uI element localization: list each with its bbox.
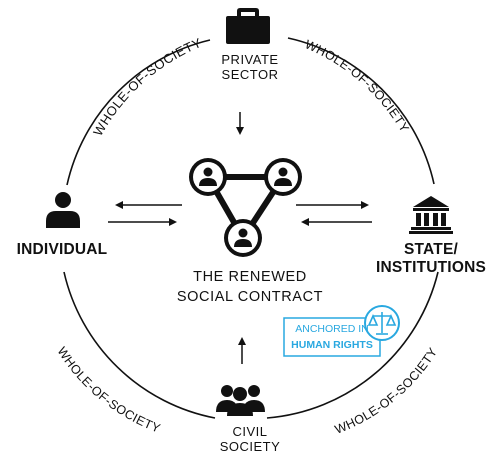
ring-label-bottom-right: WHOLE-OF-SOCIETY <box>333 345 441 437</box>
civil-society-label: CIVIL SOCIETY <box>190 424 310 455</box>
briefcase-icon <box>226 8 270 44</box>
ring-arc-bottom-right <box>266 271 439 419</box>
arrows <box>108 112 372 364</box>
ring-label-top-left: WHOLE-OF-SOCIETY <box>90 35 204 139</box>
state-label: STATE/ INSTITUTIONS <box>364 241 498 277</box>
person-icon <box>46 192 80 228</box>
people-group-icon <box>216 385 265 416</box>
badge-line-2: HUMAN RIGHTS <box>291 339 373 351</box>
state-line-1: STATE/ <box>403 241 458 258</box>
ring-arc-bottom-left <box>63 271 216 419</box>
network-node-left <box>189 158 227 196</box>
human-rights-badge: ANCHORED IN HUMAN RIGHTS <box>283 305 400 357</box>
individual-text: INDIVIDUAL <box>16 241 108 258</box>
scales-icon <box>364 305 400 341</box>
center-title: THE RENEWED SOCIAL CONTRACT <box>160 268 340 307</box>
center-title-line-2: SOCIAL CONTRACT <box>176 288 324 305</box>
arrow-private-to-center <box>236 112 244 135</box>
arrow-center-to-individual <box>115 201 182 209</box>
ring-arc-top-left <box>66 39 211 186</box>
private-sector-line-1: PRIVATE <box>221 52 279 67</box>
network-triangle-icon <box>189 158 302 257</box>
center-title-line-1: THE RENEWED <box>193 269 307 285</box>
network-node-bottom <box>224 219 262 257</box>
society-ring <box>63 37 439 419</box>
ring-arc-top-right <box>287 37 435 185</box>
arrow-center-to-state <box>296 201 369 209</box>
individual-label: INDIVIDUAL <box>6 241 118 259</box>
state-line-2: INSTITUTIONS <box>375 258 487 276</box>
arrow-state-to-center <box>301 218 372 226</box>
civil-society-line-1: CIVIL <box>232 424 268 439</box>
network-node-right <box>264 158 302 196</box>
badge-line-1: ANCHORED IN <box>295 323 369 335</box>
private-sector-label: PRIVATE SECTOR <box>190 52 310 83</box>
civil-society-line-2: SOCIETY <box>219 438 281 454</box>
private-sector-line-2: SECTOR <box>221 66 279 82</box>
arrow-civil-to-center <box>238 337 246 364</box>
ring-label-top-right: WHOLE-OF-SOCIETY <box>303 37 412 135</box>
government-building-icon <box>409 196 453 234</box>
arrow-individual-to-center <box>108 218 177 226</box>
